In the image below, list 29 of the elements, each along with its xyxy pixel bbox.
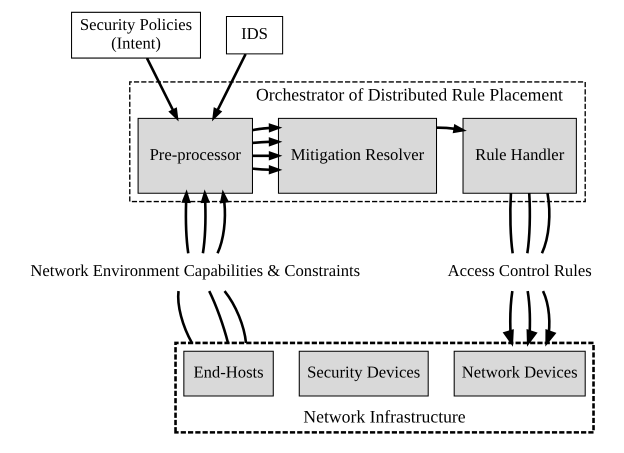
connector [224, 290, 248, 344]
arrow [436, 124, 467, 134]
node-box: Security Policies (Intent) [71, 12, 201, 59]
node-box: Rule Handler [462, 118, 577, 194]
node-box: Network Devices [454, 350, 586, 396]
arrow [502, 290, 514, 347]
node-box: Pre-processor [138, 118, 253, 194]
node-box: Security Devices [298, 350, 429, 396]
arrow [252, 165, 282, 174]
arrow [252, 123, 282, 133]
node-box: Mitigation Resolver [278, 118, 438, 194]
arrow [526, 290, 538, 347]
node-text: Access Control Rules [448, 261, 592, 280]
node-text: Network Environment Capabilities & Constraints [30, 261, 360, 280]
arrow [252, 137, 282, 147]
connector [540, 193, 551, 254]
connector [526, 193, 532, 254]
arrow [146, 58, 179, 122]
arrow [252, 151, 282, 161]
connector [176, 290, 194, 344]
node-box: End-Hosts [183, 350, 274, 396]
arrow [212, 54, 247, 122]
arrow [181, 189, 191, 254]
connector [509, 193, 514, 254]
arrow [542, 290, 556, 347]
arrow [216, 189, 230, 254]
arrow [200, 189, 210, 254]
connector [208, 290, 230, 344]
node-box: IDS [226, 16, 284, 54]
